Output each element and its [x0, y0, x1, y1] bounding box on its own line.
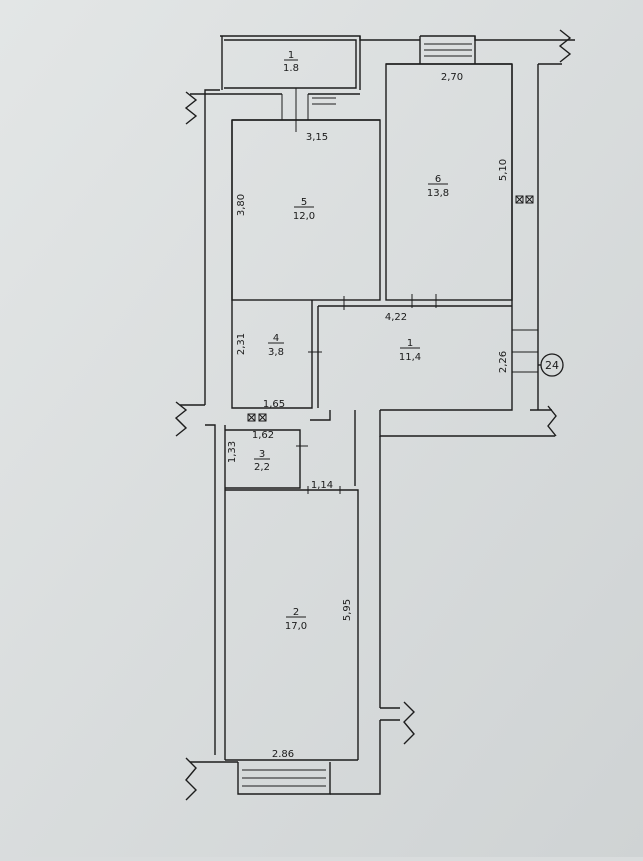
- dim-4-22: 4,22: [385, 312, 407, 323]
- dimension-labels: 3,15 3,80 2,70 5,10 4,22 2,31 1,65 2,26 …: [227, 72, 509, 760]
- dim-1-62: 1,62: [252, 430, 274, 441]
- room-labels: 1 1.8 5 12,0 6 13,8 4 3,8 1 11,4 3 2,2 2…: [254, 50, 449, 632]
- room-area-1: 11,4: [399, 352, 421, 363]
- dim-1-14: 1,14: [311, 480, 333, 491]
- room-number-balcony: 1: [288, 50, 294, 61]
- room-area-5: 12,0: [293, 211, 315, 222]
- dim-3-15: 3,15: [306, 132, 328, 143]
- room-area-2: 17,0: [285, 621, 307, 632]
- dim-2-86: 2.86: [272, 749, 294, 760]
- vent-symbols: [247, 195, 534, 422]
- room-area-balcony: 1.8: [283, 63, 299, 74]
- room-area-3: 2,2: [254, 462, 270, 473]
- building-number: 24: [545, 359, 559, 372]
- room-number-3: 3: [259, 449, 265, 460]
- dim-1-65: 1,65: [263, 399, 285, 410]
- room-number-2: 2: [293, 607, 299, 618]
- room-number-5: 5: [301, 197, 307, 208]
- room-number-4: 4: [273, 333, 279, 344]
- room-number-6: 6: [435, 174, 441, 185]
- interior-walls: [225, 63, 513, 760]
- dim-1-33: 1,33: [227, 441, 238, 463]
- room-area-6: 13,8: [427, 188, 449, 199]
- dim-5-10: 5,10: [498, 159, 509, 181]
- dim-2-70: 2,70: [441, 72, 463, 83]
- building-marker: 24: [538, 353, 564, 377]
- dim-5-95: 5,95: [342, 599, 353, 621]
- dim-2-26: 2,26: [498, 351, 509, 373]
- dim-3-80: 3,80: [236, 194, 247, 216]
- dim-2-31: 2,31: [236, 333, 247, 355]
- room-area-4: 3,8: [268, 347, 284, 358]
- room-number-1: 1: [407, 338, 413, 349]
